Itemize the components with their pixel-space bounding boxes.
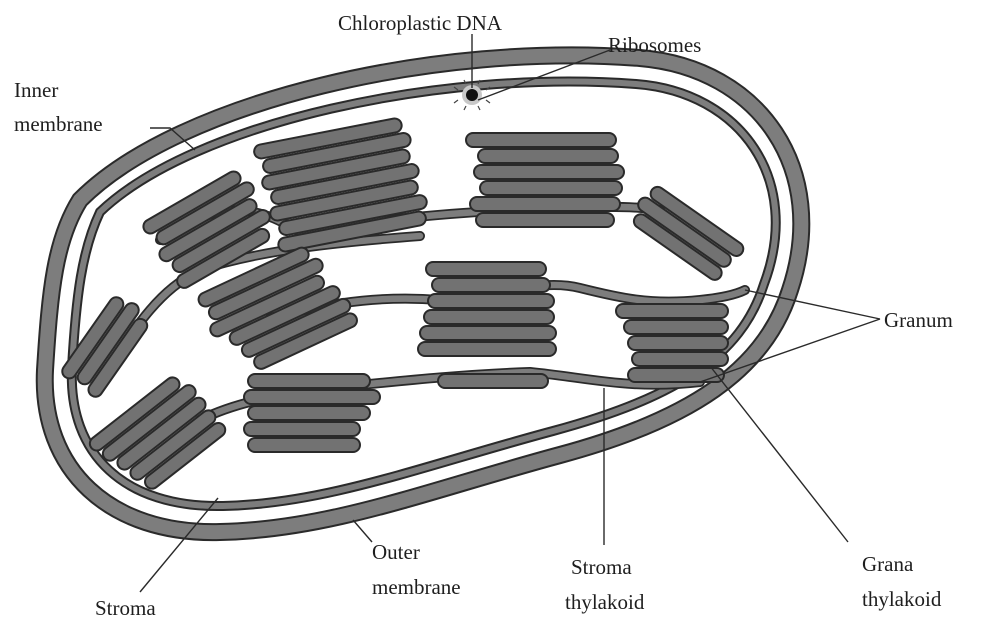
leader-stroma [140,498,218,592]
thylakoid-disc [432,278,550,292]
leader-outer-membrane [353,520,372,542]
leader-grana-thylakoid [710,366,848,542]
thylakoid-disc [480,181,622,195]
thylakoid-disc [632,352,728,366]
thylakoid-disc [616,304,728,318]
thylakoid-disc [474,165,624,179]
label-stroma: Stroma [95,596,156,620]
thylakoid-disc [248,374,370,388]
thylakoid-disc [624,320,728,334]
granum-stack-2 [466,133,624,227]
label-inner-membrane-line1: Inner [14,78,58,102]
thylakoid-disc [470,197,620,211]
label-ribosomes: Ribosomes [608,33,701,57]
label-outer-membrane-line2: membrane [372,575,461,599]
thylakoid-disc [426,262,546,276]
thylakoid-disc [248,406,370,420]
thylakoid-disc [466,133,616,147]
thylakoid-disc [628,368,724,382]
label-chloroplastic-dna: Chloroplastic DNA [338,11,503,35]
thylakoid-disc [428,294,554,308]
label-granum: Granum [884,308,953,332]
thylakoid-disc [244,390,380,404]
granum-stack-8 [616,304,728,382]
thylakoid-disc [438,374,548,388]
granum-stack-3 [626,182,746,285]
thylakoid-disc [418,342,556,356]
dna-dot [466,89,478,101]
label-grana-thylakoid-line2: thylakoid [862,587,942,611]
thylakoid-disc [420,326,556,340]
label-outer-membrane-line1: Outer [372,540,420,564]
granum-stack-10 [244,374,380,452]
thylakoid-disc [476,213,614,227]
thylakoid-disc [248,438,360,452]
label-stroma-thylakoid-line2: thylakoid [565,590,645,614]
label-grana-thylakoid-line1: Grana [862,552,914,576]
thylakoid-disc [424,310,554,324]
label-stroma-thylakoid-line1: Stroma [571,555,632,579]
thylakoid-disc [628,336,728,350]
label-inner-membrane-line2: membrane [14,112,103,136]
thylakoid-disc [244,422,360,436]
thylakoid-disc [478,149,618,163]
